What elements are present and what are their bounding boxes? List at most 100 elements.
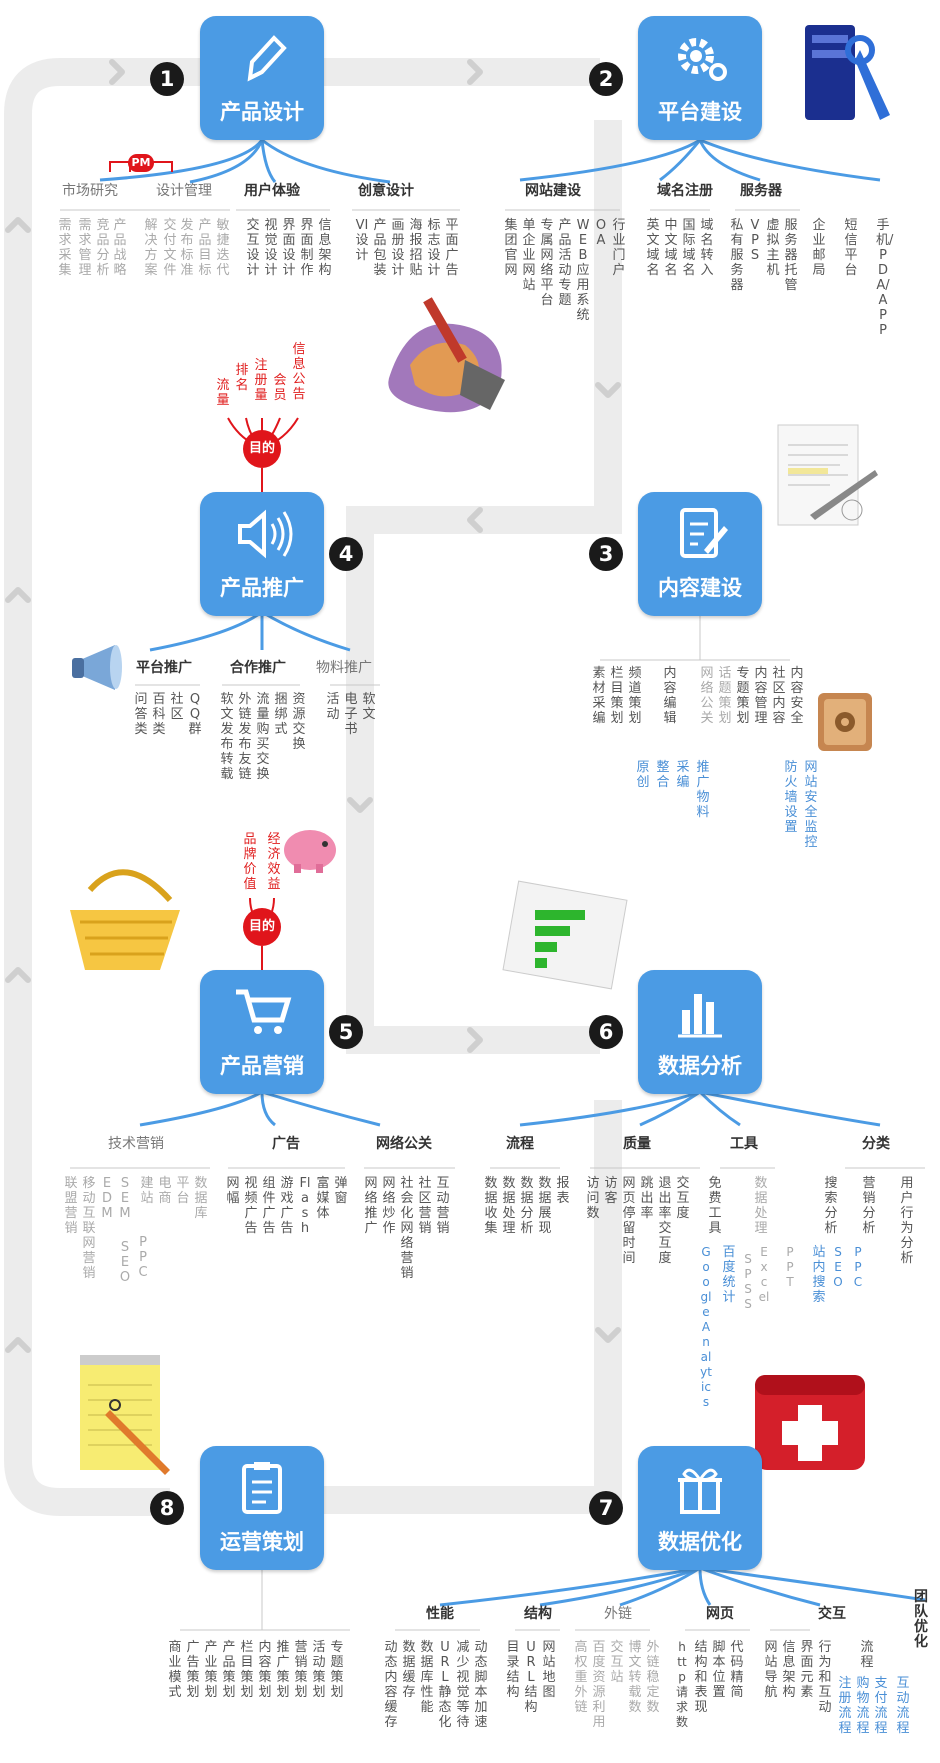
leaf: 网幅: [226, 1176, 240, 1206]
leaf: 频道策划: [628, 666, 642, 726]
node-server: 服务器: [740, 183, 782, 199]
leaf: 产品包装: [373, 218, 387, 278]
leaf: EDM: [101, 1176, 113, 1221]
leaf: http请求数: [676, 1640, 689, 1729]
leaf: 动态脚本加速: [474, 1640, 488, 1730]
leaf: 外链稳定数: [646, 1640, 660, 1715]
leaf: PPT: [786, 1245, 794, 1289]
goal-item: 流量: [216, 378, 230, 408]
leaf: SPSS: [744, 1252, 752, 1311]
cart-icon: [236, 989, 292, 1034]
leaf: 高权重外链: [574, 1640, 588, 1715]
paint-splash-icon: [388, 297, 505, 413]
leaf: 资源交换: [292, 692, 306, 752]
leaf: 栏目策划: [610, 666, 624, 726]
leaf: 免费工具: [708, 1176, 722, 1236]
piggy-bank-icon: [284, 830, 336, 873]
leaf: Flash: [299, 1176, 311, 1236]
leaf: 富媒体: [316, 1176, 330, 1221]
step-product-design: 产品设计: [200, 16, 324, 140]
leaf: 流量购买交换: [256, 692, 270, 782]
leaf: 整合: [656, 760, 670, 790]
leaf: SEO: [833, 1245, 843, 1289]
document-edit-icon: [680, 508, 728, 558]
leaf: 平台: [176, 1176, 190, 1206]
leaf: 购物流程: [856, 1676, 870, 1736]
leaf: URL静态化: [438, 1640, 452, 1730]
leaf: 百科类: [152, 692, 166, 737]
leaf: 数据分析: [520, 1176, 534, 1236]
step-title: 平台建设: [658, 100, 742, 124]
leaf: QQ群: [188, 692, 202, 737]
leaf: 减少视觉等待: [456, 1640, 470, 1730]
goal-item: 信息公告: [292, 342, 306, 402]
leaf: 界面元素: [800, 1640, 814, 1700]
leaf: 界面制作: [300, 218, 314, 278]
leaf: 博文转载数: [628, 1640, 642, 1715]
leaf: PPC: [138, 1235, 148, 1280]
leaf: 网站导航: [764, 1640, 778, 1700]
step-number: 3: [589, 537, 623, 571]
step-number: 1: [150, 62, 184, 96]
node-external-links: 外链: [604, 1606, 632, 1622]
step-number: 4: [329, 537, 363, 571]
leaf: 建站: [140, 1176, 154, 1206]
spreadsheet-chart-icon: [502, 880, 628, 990]
leaf: 电子书: [344, 692, 358, 737]
leaf: 营销策划: [294, 1640, 308, 1700]
leaf: 互动流程: [896, 1676, 910, 1736]
leaf: 网站地图: [542, 1640, 556, 1700]
leaf: 组件广告: [262, 1176, 276, 1236]
node-tech-marketing: 技术营销: [108, 1136, 164, 1152]
step-number: 8: [150, 1491, 184, 1525]
step-data-optimization: 数据优化: [638, 1446, 762, 1570]
goal-item: 注册量: [254, 358, 268, 403]
leaf: 站内搜索: [812, 1245, 826, 1305]
leaf: 百度资源利用: [592, 1640, 606, 1730]
goal-item: 排名: [235, 363, 249, 393]
megaphone-icon: [72, 645, 122, 690]
node-team-optimization: 团队优化: [914, 1589, 928, 1650]
leaf: 营销分析: [862, 1176, 876, 1236]
leaf: 栏目策划: [240, 1640, 254, 1700]
gift-icon: [678, 1468, 722, 1514]
step-platform-build: 平台建设: [638, 16, 762, 140]
node-user-experience: 用户体验: [244, 183, 300, 199]
node-market-research: 市场研究: [62, 183, 118, 199]
leaf: 原创: [636, 760, 650, 790]
leaf: 推广策划: [276, 1640, 290, 1700]
node-category: 分类: [862, 1136, 890, 1152]
step-data-analysis: 数据分析: [638, 970, 762, 1094]
leaf: 数据库性能: [420, 1640, 434, 1715]
leaf: 内容安全: [790, 666, 804, 726]
leaf: 需求管理: [78, 218, 92, 278]
step-title: 产品推广: [220, 576, 304, 600]
leaf: 采编: [676, 760, 690, 790]
leaf: WEB应用系统: [576, 218, 590, 323]
step-title: 运营策划: [220, 1530, 304, 1554]
goal-badge: 目的: [243, 430, 281, 468]
node-quality: 质量: [623, 1136, 651, 1152]
leaf: 网站安全监控: [804, 760, 818, 850]
leaf: 支付流程: [874, 1676, 888, 1736]
node-cooperation-promotion: 合作推广: [230, 660, 286, 676]
leaf: 素材采编: [592, 666, 606, 726]
step-content-build: 内容建设: [638, 492, 762, 616]
leaf: 电商: [158, 1176, 172, 1206]
node-tools: 工具: [730, 1136, 758, 1152]
leaf: 内容编辑: [663, 666, 677, 726]
gear-icon: [678, 38, 727, 81]
leaf: SEO: [119, 1240, 131, 1285]
leaf: OA: [595, 218, 607, 248]
leaf: 敏捷迭代: [216, 218, 230, 278]
step-number: 2: [589, 62, 623, 96]
step-title: 产品设计: [220, 100, 304, 124]
leaf: 跳出率: [640, 1176, 654, 1221]
node-domain-register: 域名注册: [657, 183, 713, 199]
leaf: 网络公关: [700, 666, 714, 726]
node-advertising: 广告: [272, 1136, 300, 1152]
step-title: 产品营销: [220, 1054, 304, 1078]
leaf: Google Analytics: [700, 1245, 712, 1409]
speaker-icon: [238, 509, 293, 559]
